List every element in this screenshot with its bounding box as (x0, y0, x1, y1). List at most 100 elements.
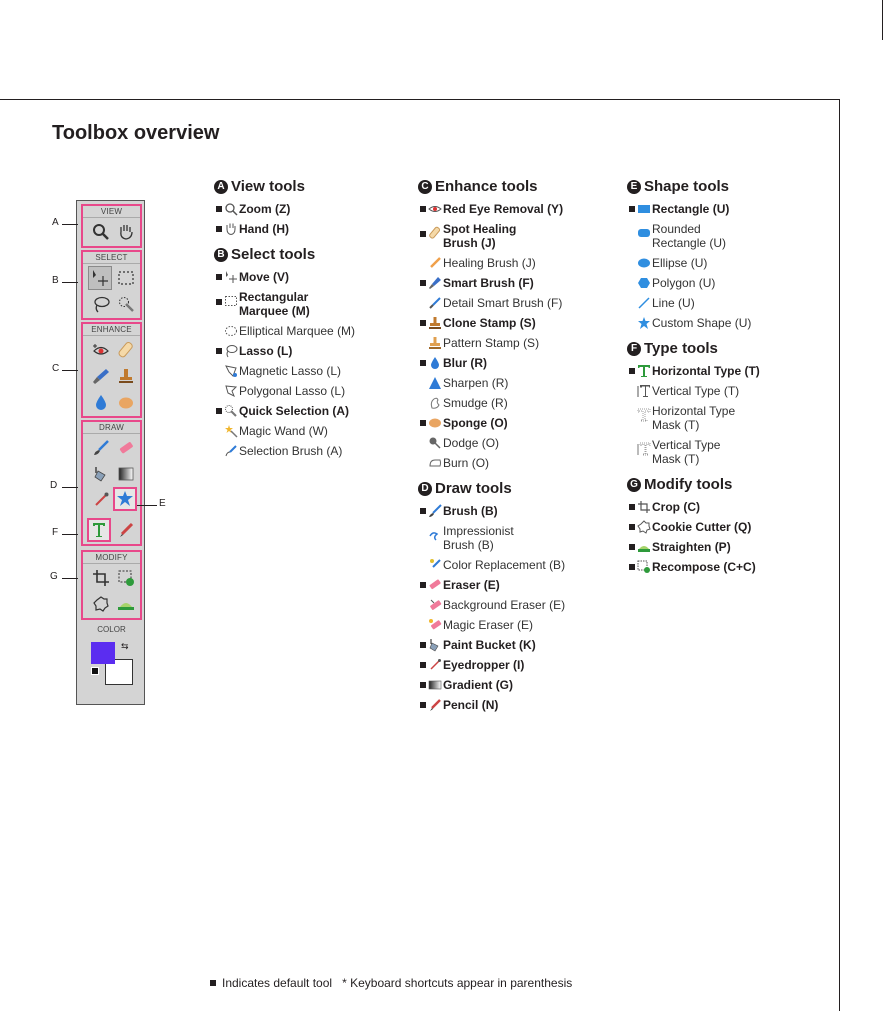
eraser-icon (119, 442, 133, 454)
toolbox-custom-shape-button[interactable] (113, 487, 137, 511)
default-bullet (629, 524, 635, 530)
toolbox-crop-button[interactable] (89, 566, 113, 590)
tool-key: (W) (308, 424, 328, 438)
tool-row: Straighten (P) (627, 540, 827, 554)
magic-wand-icon (224, 424, 238, 438)
section-title-select: Select tools (231, 246, 316, 263)
default-bullet (420, 702, 426, 708)
footnote-shortcut-text: * Keyboard shortcuts appear in parenthes… (342, 976, 573, 990)
tool-row: Color Replacement (B) (418, 558, 618, 572)
tool-name: Healing Brush (443, 256, 519, 270)
section-modify: G Modify tools Crop (C) Cookie Cutter (Q… (627, 477, 827, 574)
column-shape-type-modify: E Shape tools Rectangle (U) Rounded Rect… (627, 179, 827, 586)
toolbox-sponge-button[interactable] (114, 390, 138, 414)
section-header-modify: G Modify tools (627, 477, 827, 492)
default-bullet (210, 980, 216, 986)
tool-key: (O) (471, 456, 490, 470)
tool-key: (C) (683, 500, 701, 514)
tool-row: Hand (H) (214, 222, 404, 236)
tool-key: (B) (481, 504, 498, 518)
default-bullet (629, 544, 635, 550)
red-eye-icon (93, 344, 109, 355)
toolbox-clone-stamp-button[interactable] (114, 364, 138, 388)
tool-name: Crop (652, 500, 680, 514)
toolbox-quick-selection-button[interactable] (114, 292, 138, 316)
tool-row: Vertical Type (T) (627, 384, 827, 398)
toolbox-gradient-button[interactable] (114, 462, 138, 486)
tool-row: Polygon (U) (627, 276, 827, 290)
group-modify: MODIFY (81, 550, 142, 620)
toolbox-cookie-cutter-button[interactable] (89, 592, 113, 616)
toolbox-straighten-button[interactable] (114, 592, 138, 616)
vertical-type-icon (637, 384, 651, 398)
callout-d-leader (62, 487, 78, 488)
toolbox-brush-button[interactable] (89, 436, 113, 460)
tool-name: Hand (239, 222, 269, 236)
toolbox-smart-brush-button[interactable] (89, 364, 113, 388)
tool-name: Background Eraser (443, 598, 546, 612)
toolbox-move-button[interactable] (88, 266, 112, 290)
blur-icon (96, 395, 106, 410)
tool-row: Selection Brush (A) (214, 444, 404, 458)
tool-name: Detail Smart Brush (443, 296, 544, 310)
line-icon (637, 296, 651, 310)
tool-key: (F) (547, 296, 563, 310)
toolbox-spot-healing-button[interactable] (114, 338, 138, 362)
tool-row: Lasso (L) (214, 344, 404, 358)
toolbox-pencil-button[interactable] (114, 518, 138, 542)
tool-row: Clone Stamp (S) (418, 316, 618, 330)
callout-c-leader (62, 370, 78, 371)
default-colors-icon[interactable] (91, 667, 99, 675)
toolbox-eyedropper-button[interactable] (89, 488, 113, 512)
callout-g-leader (62, 578, 78, 579)
rect-marquee-icon (118, 271, 134, 285)
tool-name: Vertical Type (652, 384, 721, 398)
tool-row: Brush (B) (418, 504, 618, 518)
group-title-view: VIEW (83, 206, 140, 218)
toolbox-blur-button[interactable] (89, 390, 113, 414)
quick-selection-icon (119, 297, 134, 312)
swap-colors-icon[interactable]: ⇆ (121, 641, 129, 651)
callout-d: D (50, 480, 58, 491)
toolbox-recompose-button[interactable] (114, 566, 138, 590)
tool-row: Eyedropper (I) (418, 658, 618, 672)
section-title-enhance: Enhance tools (435, 178, 538, 195)
tool-name: Color Replacement (443, 558, 546, 572)
hand-icon (224, 222, 238, 236)
default-bullet (216, 206, 222, 212)
toolbox-zoom-button[interactable] (89, 220, 113, 244)
tool-key: (U) (734, 316, 752, 330)
tool-row: Rectangle (U) (627, 202, 827, 216)
badge-e: E (627, 180, 641, 194)
tool-name: Smart Brush (443, 276, 516, 290)
tool-key: (U) (698, 276, 716, 290)
toolbox-type-button[interactable] (87, 518, 111, 542)
toolbox-rect-marquee-button[interactable] (114, 266, 138, 290)
tool-row: Move (V) (214, 270, 404, 284)
tool-key: (R) (491, 376, 509, 390)
tool-key: (L) (277, 344, 293, 358)
toolbox-lasso-button[interactable] (89, 292, 113, 316)
tool-name: Pattern Stamp (443, 336, 520, 350)
tool-name: Brush (443, 504, 478, 518)
lasso-icon (224, 344, 238, 358)
default-bullet (420, 662, 426, 668)
brush-icon (94, 440, 109, 455)
tool-row: Rectangular Marquee (M) (214, 290, 404, 318)
toolbox-hand-button[interactable] (114, 220, 138, 244)
toolbox-paint-bucket-button[interactable] (89, 462, 113, 486)
section-draw: D Draw tools Brush (B) Impressionist Bru… (418, 481, 618, 712)
toolbox-eraser-button[interactable] (114, 436, 138, 460)
tool-key: (S) (523, 336, 540, 350)
callout-b-leader (62, 282, 78, 283)
color-group-title: COLOR (97, 625, 126, 634)
tool-label: Vertical Type Mask (T) (652, 438, 752, 466)
tool-name: Eyedropper (443, 658, 510, 672)
toolbox-red-eye-button[interactable] (89, 338, 113, 362)
sponge-icon (119, 397, 133, 409)
foreground-color-swatch[interactable] (91, 642, 115, 664)
page-frame (0, 99, 840, 1011)
tool-row: Pattern Stamp (S) (418, 336, 618, 350)
hand-icon (120, 225, 133, 240)
tool-name: Sharpen (443, 376, 489, 390)
